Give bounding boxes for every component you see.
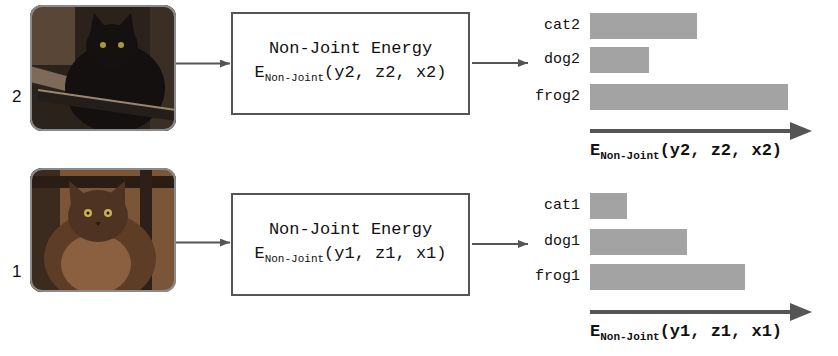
bar-label-group: dog2 [544, 47, 580, 73]
callout-number: 2 [12, 87, 21, 107]
box-title: Non-Joint Energy [269, 220, 432, 239]
cat-photo: 1 [30, 168, 176, 292]
bar [590, 13, 697, 39]
axis-label: (y1, z1, x1) [660, 322, 782, 341]
axis-label-group: ENon-Joint(y1, z1, x1) [590, 320, 782, 349]
axis-subscript: Non-Joint [600, 331, 659, 343]
axis-arrowhead [790, 303, 812, 321]
energy-formula: (y2, z2, x2) [324, 63, 446, 82]
bar-label-group: frog1 [535, 264, 580, 290]
output-arrow [472, 243, 528, 245]
bar [590, 13, 788, 290]
box-content: Non-Joint EnergyENon-Joint(y2, z2, x2) [254, 37, 446, 90]
bar [590, 47, 649, 73]
brown-cat-photo [30, 168, 176, 292]
bar-label: cat2 [544, 17, 580, 34]
energy-formula: E [254, 63, 264, 82]
axis-subscript: Non-Joint [600, 150, 659, 162]
axis-label-group: ENon-Joint(y2, z2, x2) [590, 139, 782, 168]
axis-label: (y2, z2, x2) [660, 141, 782, 160]
bar-label: cat1 [544, 197, 580, 214]
bar [590, 193, 627, 219]
axis-label: E [590, 141, 600, 160]
bar-label: dog1 [544, 233, 580, 250]
input-arrow [176, 242, 230, 244]
box-formula-line: ENon-Joint(y2, z2, x2) [254, 61, 446, 90]
box-title: Non-Joint Energy [269, 39, 432, 58]
bar-label: frog1 [535, 268, 580, 285]
output-arrow [472, 62, 528, 64]
bar-label-group: frog2 [535, 84, 580, 110]
axis-arrow [590, 122, 812, 321]
bar [590, 264, 745, 290]
energy-subscript: Non-Joint [265, 72, 324, 84]
energy-box: Non-Joint EnergyENon-Joint(y1, z1, x1) [231, 193, 470, 296]
black-cat-photo [30, 5, 176, 131]
energy-formula: E [254, 244, 264, 263]
cat-photo: 2 [30, 5, 176, 131]
energy-formula: (y1, z1, x1) [324, 244, 446, 263]
bar-label-group: cat1 [544, 193, 580, 219]
bar-label: frog2 [535, 88, 580, 105]
bar-label: dog2 [544, 51, 580, 68]
bar [590, 84, 788, 110]
input-arrow [176, 63, 230, 65]
energy-box: Non-Joint EnergyENon-Joint(y2, z2, x2) [231, 12, 470, 115]
callout-number: 1 [12, 262, 21, 282]
box-heading-line: Non-Joint Energy [254, 37, 446, 61]
bar-label-group: dog1 [544, 229, 580, 255]
bar [590, 229, 687, 255]
energy-subscript: Non-Joint [265, 253, 324, 265]
bar-label-group: cat2 [544, 13, 580, 39]
axis-arrow [590, 310, 792, 314]
axis-arrowhead [790, 122, 812, 140]
output-arrow [472, 63, 528, 244]
axis-arrow [590, 129, 792, 133]
axis-label: E [590, 322, 600, 341]
box-heading-line: Non-Joint Energy [254, 218, 446, 242]
box-content: Non-Joint EnergyENon-Joint(y1, z1, x1) [254, 218, 446, 271]
box-formula-line: ENon-Joint(y1, z1, x1) [254, 242, 446, 271]
